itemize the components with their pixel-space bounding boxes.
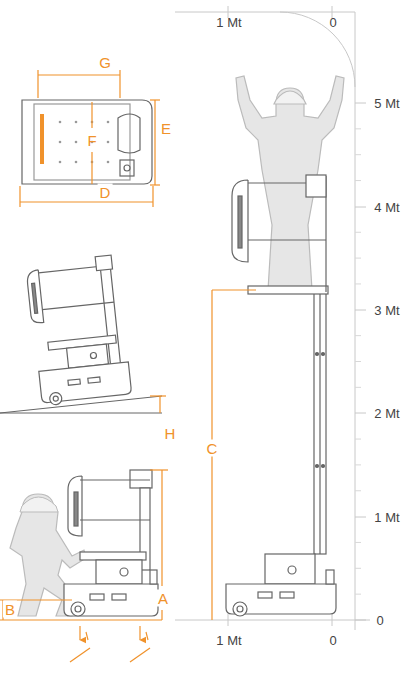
- scale-label: 0: [329, 16, 336, 29]
- height-label: 3 Mt: [374, 304, 399, 317]
- scale-label: 1 Mt: [216, 634, 241, 647]
- height-label: 5 Mt: [374, 97, 399, 110]
- scale-grid: [175, 6, 370, 630]
- dimension-letter: B: [3, 601, 17, 618]
- dimension-letter: F: [87, 133, 96, 148]
- dimensions-a-b: [0, 470, 168, 662]
- dimension-letter: A: [156, 590, 170, 607]
- raised-lift: [226, 76, 344, 616]
- stowed-lift: [64, 470, 158, 616]
- scale-label: 1 Mt: [216, 16, 241, 29]
- dimension-letter: E: [161, 121, 171, 136]
- dimension-letter: G: [99, 55, 111, 70]
- tilted-lift: [26, 254, 132, 406]
- height-label: 2 Mt: [374, 407, 399, 420]
- height-label: 0: [376, 614, 383, 627]
- plan-view: [22, 100, 152, 184]
- dimension-h: [150, 396, 166, 413]
- scale-label: 0: [329, 634, 336, 647]
- dimension-letter: C: [205, 440, 220, 457]
- dimension-letter: D: [98, 184, 113, 201]
- plan-dimensions: [20, 70, 160, 207]
- height-label: 4 Mt: [374, 201, 399, 214]
- dimension-letter: H: [165, 426, 176, 441]
- height-label: 1 Mt: [374, 511, 399, 524]
